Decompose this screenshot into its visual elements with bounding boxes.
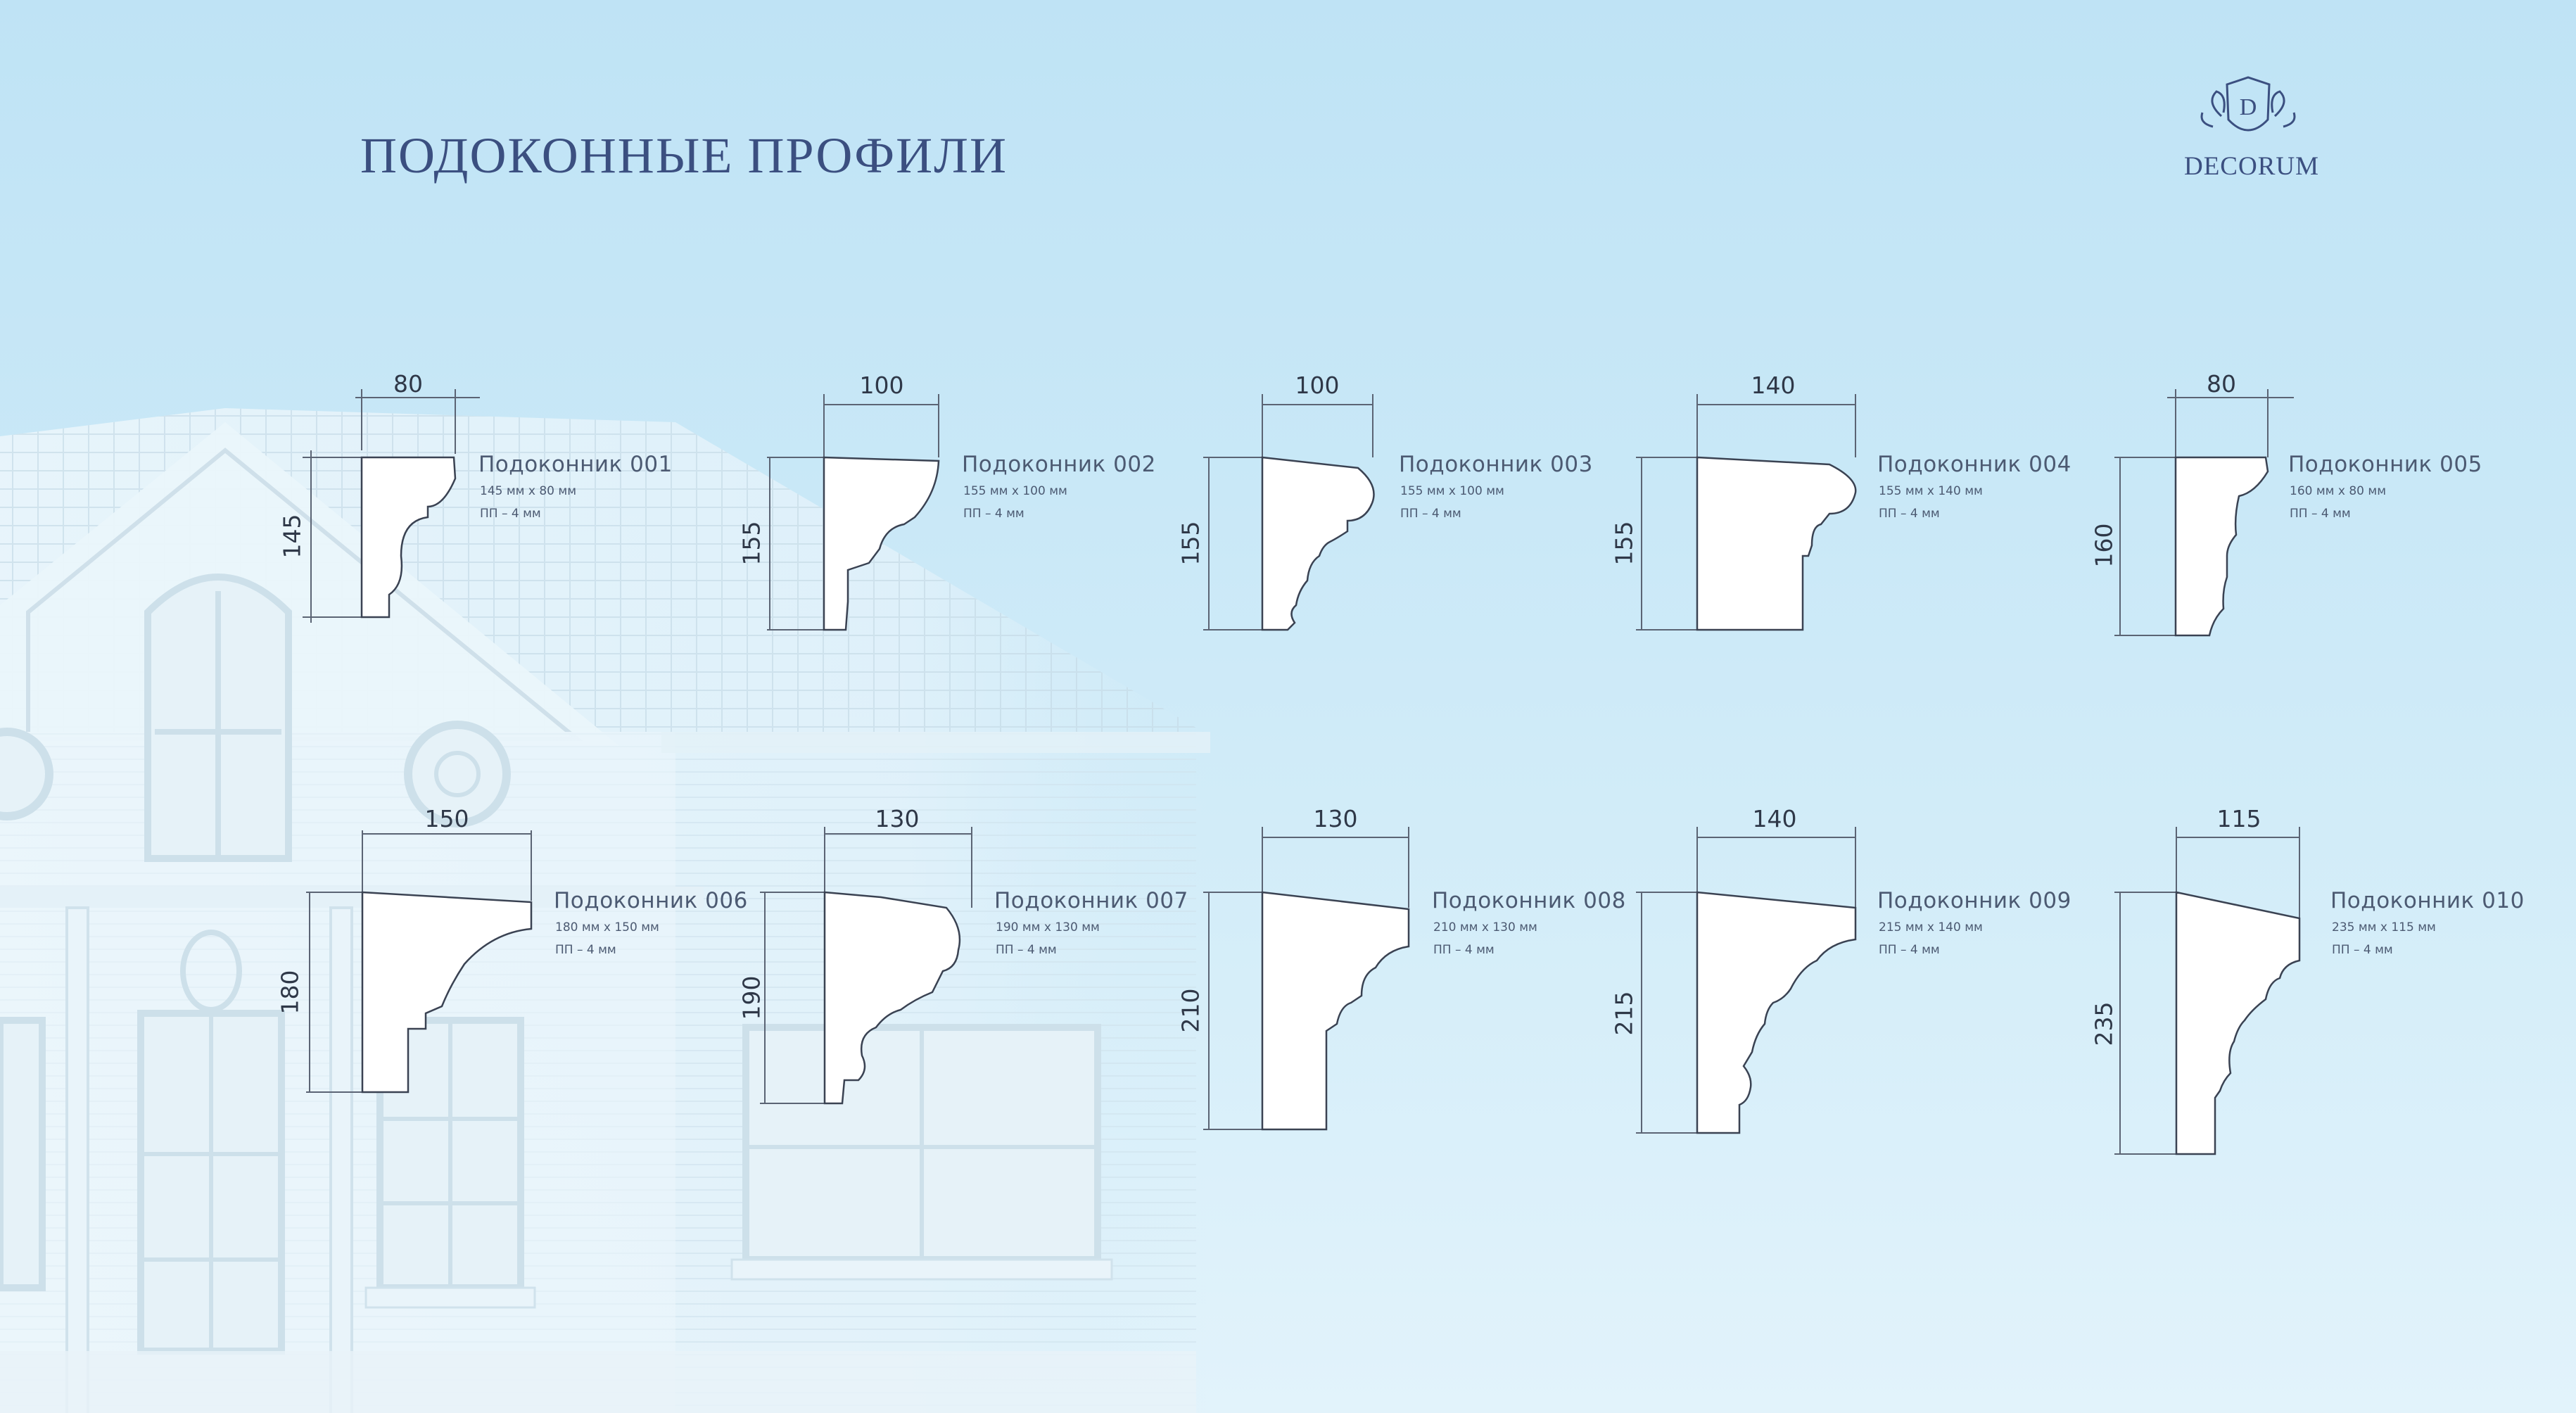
profile-001-size: 145 мм х 80 мм bbox=[480, 484, 577, 498]
profile-001-width-label: 80 bbox=[393, 370, 423, 398]
profile-005-size: 160 мм х 80 мм bbox=[2290, 484, 2387, 498]
decorum-crest-logo: D bbox=[2200, 76, 2296, 132]
profile-006-width-label: 150 bbox=[424, 805, 469, 832]
profile-006-name: Подоконник 006 bbox=[554, 888, 748, 913]
profile-009-name: Подоконник 009 bbox=[1877, 888, 2071, 913]
profile-004-width-label: 140 bbox=[1751, 372, 1796, 399]
profile-002-pp: ПП – 4 мм bbox=[963, 507, 1024, 521]
profile-007-name: Подоконник 007 bbox=[994, 888, 1188, 913]
profile-008-size: 210 мм х 130 мм bbox=[1433, 920, 1537, 934]
profile-003-size: 155 мм х 100 мм bbox=[1400, 484, 1504, 498]
profile-002-size: 155 мм х 100 мм bbox=[963, 484, 1067, 498]
profile-010-name: Подоконник 010 bbox=[2330, 888, 2525, 913]
profile-002-width-label: 100 bbox=[859, 372, 904, 399]
profile-010-size: 235 мм х 115 мм bbox=[2332, 920, 2436, 934]
profile-009-size: 215 мм х 140 мм bbox=[1879, 920, 1983, 934]
house-background-illustration bbox=[0, 408, 1210, 1413]
profile-006-pp: ПП – 4 мм bbox=[555, 943, 616, 957]
profile-001-name: Подоконник 001 bbox=[478, 452, 673, 477]
profile-004-name: Подоконник 004 bbox=[1877, 452, 2071, 477]
profile-008-pp: ПП – 4 мм bbox=[1433, 943, 1495, 957]
page-title: ПОДОКОННЫЕ ПРОФИЛИ bbox=[360, 127, 1008, 184]
profile-007-width-label: 130 bbox=[875, 805, 920, 832]
profile-008-name: Подоконник 008 bbox=[1432, 888, 1626, 913]
profile-005-pp: ПП – 4 мм bbox=[2290, 507, 2351, 521]
profile-010-width-label: 115 bbox=[2216, 805, 2261, 832]
profile-002-name: Подоконник 002 bbox=[962, 452, 1156, 477]
profile-006-size: 180 мм х 150 мм bbox=[555, 920, 659, 934]
brand-name: DECORUM bbox=[2183, 152, 2320, 181]
profile-004-pp: ПП – 4 мм bbox=[1879, 507, 1940, 521]
profile-009-width-label: 140 bbox=[1752, 805, 1797, 832]
profile-003-pp: ПП – 4 мм bbox=[1400, 507, 1461, 521]
profile-005-width-label: 80 bbox=[2207, 370, 2236, 398]
profile-007-pp: ПП – 4 мм bbox=[996, 943, 1057, 957]
profile-003-width-label: 100 bbox=[1295, 372, 1340, 399]
profile-009-pp: ПП – 4 мм bbox=[1879, 943, 1940, 957]
profile-007-size: 190 мм х 130 мм bbox=[996, 920, 1100, 934]
profile-001-pp: ПП – 4 мм bbox=[480, 507, 541, 521]
profile-003-name: Подоконник 003 bbox=[1399, 452, 1593, 477]
profile-010-pp: ПП – 4 мм bbox=[2332, 943, 2393, 957]
profile-008-width-label: 130 bbox=[1313, 805, 1358, 832]
profile-005-name: Подоконник 005 bbox=[2288, 452, 2482, 477]
profile-010-height-label: 235 bbox=[2090, 1001, 2118, 1046]
brand-mark: D bbox=[2240, 94, 2257, 120]
profile-004-size: 155 мм х 140 мм bbox=[1879, 484, 1983, 498]
